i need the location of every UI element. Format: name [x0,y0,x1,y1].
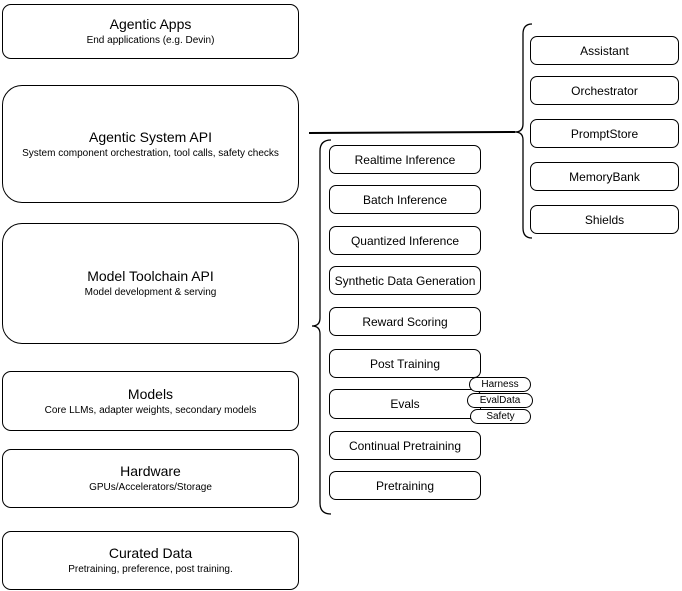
node-title: Curated Data [108,545,193,561]
node-post-training: Post Training [329,349,481,378]
node-memorybank: MemoryBank [530,162,679,191]
node-curated-data: Curated Data Pretraining, preference, po… [2,531,299,590]
node-models: Models Core LLMs, adapter weights, secon… [2,371,299,431]
api-to-components-connector [308,131,516,134]
node-reward-scoring: Reward Scoring [329,307,481,336]
node-batch-inference: Batch Inference [329,185,481,214]
node-shields: Shields [530,205,679,234]
tag-safety: Safety [470,409,531,424]
node-orchestrator: Orchestrator [530,76,679,105]
node-subtitle: Model development & serving [84,287,217,298]
node-pretraining: Pretraining [329,471,481,500]
node-quantized-inference: Quantized Inference [329,226,481,255]
node-evals: Evals [329,389,481,419]
node-subtitle: End applications (e.g. Devin) [86,35,215,46]
node-agentic-apps: Agentic Apps End applications (e.g. Devi… [2,4,299,59]
node-title: Hardware [120,463,181,479]
node-subtitle: GPUs/Accelerators/Storage [89,482,212,493]
node-title: Models [127,385,174,402]
node-realtime-inference: Realtime Inference [329,145,481,174]
node-title: Agentic Apps [109,16,192,32]
node-continual-pretraining: Continual Pretraining [329,431,481,460]
node-subtitle: Core LLMs, adapter weights, secondary mo… [44,404,257,416]
node-hardware: Hardware GPUs/Accelerators/Storage [2,449,299,508]
node-synthetic-data-generation: Synthetic Data Generation [329,266,481,295]
node-title: Agentic System API [89,128,212,145]
node-subtitle: System component orchestration, tool cal… [22,147,279,159]
node-model-toolchain-api: Model Toolchain API Model development & … [2,223,299,344]
tag-harness: Harness [469,377,531,392]
node-promptstore: PromptStore [530,119,679,148]
node-subtitle: Pretraining, preference, post training. [68,564,233,575]
tag-evaldata: EvalData [467,393,533,408]
node-agentic-system-api: Agentic System API System component orch… [2,85,299,203]
node-title: Model Toolchain API [87,268,214,284]
node-assistant: Assistant [530,36,679,65]
